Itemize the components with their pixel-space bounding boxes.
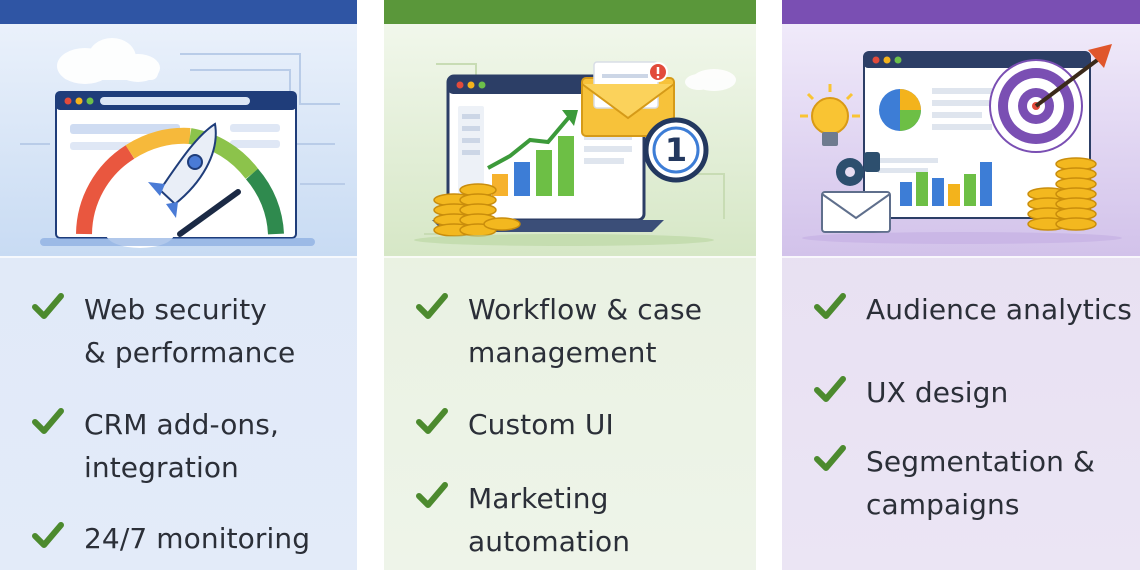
feature-item: CRM add-ons, integration	[30, 403, 279, 489]
gear-icon	[836, 152, 880, 186]
workflow-illustration: 1	[384, 24, 756, 256]
check-icon	[814, 376, 846, 402]
growth-chart-icon	[487, 110, 578, 196]
coins-icon	[1027, 157, 1097, 231]
check-icon	[416, 293, 448, 319]
pie-chart-icon	[879, 89, 921, 131]
column-header-bar	[0, 0, 357, 24]
rocket-icon	[148, 122, 217, 218]
feature-item-text: UX design	[866, 376, 1009, 409]
lightbulb-icon	[800, 84, 860, 146]
check-icon	[416, 408, 448, 434]
divider	[384, 256, 756, 258]
check-icon	[814, 445, 846, 471]
column-header-bar	[384, 0, 756, 24]
check-icon	[416, 482, 448, 508]
feature-item: UX design	[812, 371, 1008, 414]
target-icon	[989, 44, 1112, 153]
notification-badge-icon: 1	[643, 117, 709, 183]
feature-item-text: Audience analytics	[866, 293, 1132, 326]
feature-item: 24/7 monitoring	[30, 517, 310, 560]
divider	[782, 256, 1140, 258]
feature-item: Marketing automation	[414, 477, 630, 563]
feature-item: Segmentation & campaigns	[812, 440, 1095, 526]
analytics-illustration	[782, 24, 1140, 256]
feature-item-text: Workflow & case management	[468, 293, 703, 369]
speedometer-icon	[76, 127, 284, 237]
bar-chart-icon	[900, 162, 992, 206]
security-illustration	[0, 24, 357, 256]
feature-item-text: Web security & performance	[84, 293, 296, 369]
envelope-icon	[821, 191, 891, 233]
feature-item-text: 24/7 monitoring	[84, 522, 311, 555]
feature-item: Workflow & case management	[414, 288, 702, 374]
service-column-workflow: 1 Workflow & case management Custom	[384, 0, 756, 570]
feature-item-text: Segmentation & campaigns	[866, 445, 1095, 521]
check-icon	[32, 293, 64, 319]
feature-item: Custom UI	[414, 403, 614, 446]
email-icon	[581, 61, 675, 137]
feature-item-text: Custom UI	[468, 408, 614, 441]
service-column-security: Web security & performance CRM add-ons, …	[0, 0, 357, 570]
coins-icon	[433, 183, 521, 237]
browser-window	[55, 91, 297, 239]
cloud-icon	[57, 38, 160, 84]
check-icon	[32, 408, 64, 434]
feature-item-text: CRM add-ons, integration	[84, 408, 279, 484]
check-icon	[32, 522, 64, 548]
service-column-analytics: Audience analytics UX design Segmentatio…	[782, 0, 1140, 570]
column-header-bar	[782, 0, 1140, 24]
feature-item: Audience analytics	[812, 288, 1132, 331]
feature-item: Web security & performance	[30, 288, 295, 374]
svg-text:1: 1	[665, 131, 687, 169]
feature-item-text: Marketing automation	[468, 482, 631, 558]
divider	[0, 256, 357, 258]
check-icon	[814, 293, 846, 319]
